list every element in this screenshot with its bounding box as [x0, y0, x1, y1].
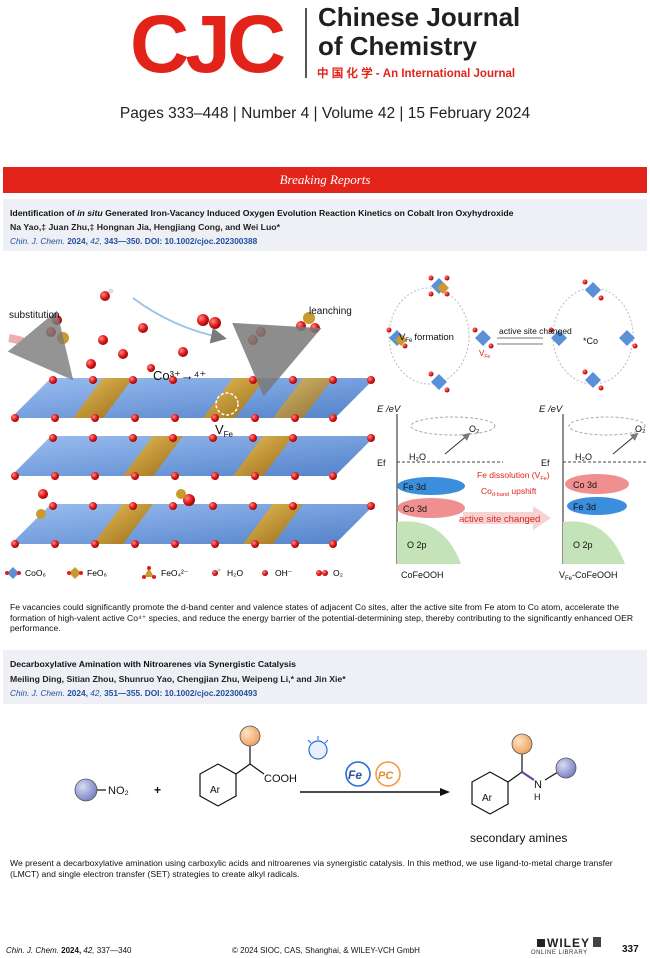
cofeooh-label: CoFeOOH [401, 570, 444, 580]
fe-dissolution-label: Fe dissolution (VFe) [477, 470, 550, 482]
svg-text:PC: PC [378, 770, 394, 782]
active-site-changed-label: active site changed [499, 326, 572, 336]
legend-o2: O₂ [333, 568, 343, 578]
article2-citation[interactable]: Chin. J. Chem. 2024, 42, 351—355. DOI: 1… [10, 688, 258, 698]
energy-diagram [396, 414, 647, 564]
article1-authors: Na Yao,‡ Juan Zhu,‡ Hongnan Jia, Hengjia… [10, 222, 280, 232]
oxygen-atoms [11, 376, 375, 548]
cooh-label: COOH [264, 773, 297, 785]
journal-title: Chinese Journal of Chemistry [318, 3, 520, 61]
diffusion-arrow [132, 297, 227, 344]
o2p-right: O 2p [573, 540, 593, 550]
ar-label-2: Ar [482, 793, 493, 804]
leanching-arrow [232, 322, 322, 397]
article1-title[interactable]: Identification of in situ Generated Iron… [10, 208, 514, 218]
legend-h2o: H₂O [227, 568, 243, 578]
legend-coo6: CoO₆ [25, 568, 46, 578]
no2-label: NO₂ [108, 785, 129, 797]
footer-copyright: © 2024 SIOC, CAS, Shanghai, & WILEY-VCH … [232, 946, 420, 955]
book-icon [593, 937, 601, 947]
substitution-arrow [7, 310, 74, 381]
pc-catalyst: PC [375, 761, 401, 787]
ef-right: Ef [541, 458, 550, 468]
article1-citation[interactable]: Chin. J. Chem. 2024, 42, 343—350. DOI: 1… [10, 236, 258, 246]
footer-citation: Chin. J. Chem. 2024, 42, 337—340 [6, 946, 132, 955]
legend-oh: OH⁻ [275, 568, 293, 578]
substitution-label: substitution [9, 310, 60, 321]
article2-scheme: NO₂ + Ar COOH Fe PC Ar N H secondary ami… [74, 725, 577, 845]
active-site-changed-label-2: active site changed [459, 514, 540, 525]
article1-header [3, 199, 647, 251]
vfe-small-label: VFe [479, 349, 490, 360]
article2-title[interactable]: Decarboxylative Amination with Nitroaren… [10, 659, 296, 669]
fe-vacancy-ring [215, 392, 239, 416]
ef-left: Ef [377, 458, 386, 468]
nitroarene-ball [74, 778, 98, 802]
co3d-right: Co 3d [573, 480, 597, 490]
fe3d-right: Fe 3d [573, 502, 596, 512]
o2-left: O₂ [469, 424, 480, 434]
h2o-right: H₂O [575, 452, 592, 462]
plus-sign: + [154, 783, 161, 797]
product-alkyl-ball [511, 733, 533, 755]
o2p-left: O 2p [407, 540, 427, 550]
o2-right: O₂ [635, 424, 646, 434]
cofeooh-layer-middle [11, 436, 375, 476]
journal-logo: CJC [130, 0, 286, 90]
page-number: 337 [622, 944, 639, 955]
vfe-cofeooh-label: VFe-CoFeOOH [559, 570, 618, 582]
journal-title-line1: Chinese Journal [318, 2, 521, 32]
wiley-online-library: ONLINE LIBRARY [531, 950, 588, 956]
fe-catalyst: Fe [345, 761, 371, 787]
fe3d-left: Fe 3d [403, 482, 426, 492]
ar-label-1: Ar [210, 785, 221, 796]
legend-feo4: FeO₄²⁻ [161, 568, 189, 578]
leanching-label: leanching [309, 306, 352, 317]
energy-axis-right: E /eV [539, 404, 564, 415]
vfe-label: VFe [215, 422, 234, 439]
masthead-divider [305, 8, 307, 78]
h2o-left: H₂O [409, 452, 426, 462]
co3d-left: Co 3d [403, 504, 427, 514]
wiley-logo: WILEY [537, 936, 601, 950]
article1-summary: Fe vacancies could significantly promote… [10, 602, 634, 634]
figure-legend: CoO₆ FeO₆ FeO₄²⁻ H₂O OH⁻ O₂ [5, 566, 343, 579]
aryl-ring-2 [471, 771, 509, 815]
co-star-label: *Co [583, 336, 598, 346]
co-dband-label: Cod-band upshift [481, 486, 537, 498]
product-aryl-ball [555, 757, 577, 779]
light-icon [307, 736, 329, 760]
article1-figure: substitution leanching Co³⁺→⁴⁺ VFe CoO₆ … [5, 275, 647, 582]
article2-summary: We present a decarboxylative amination u… [10, 858, 613, 879]
cofeooh-layer-top [11, 378, 375, 418]
active-site-cycle [386, 275, 638, 393]
aryl-ring-1 [199, 763, 237, 807]
section-banner: Breaking Reports [3, 167, 647, 193]
nh-h-label: H [534, 792, 541, 802]
section-banner-label: Breaking Reports [279, 172, 371, 187]
nh-n-label: N [534, 779, 542, 791]
cofeooh-layer-bottom [11, 504, 375, 544]
co-valence-label: Co³⁺→⁴⁺ [153, 368, 206, 383]
product-label: secondary amines [470, 831, 567, 845]
svg-text:Fe: Fe [348, 768, 362, 782]
wiley-mark-icon [537, 939, 545, 947]
article2-authors: Meiling Ding, Sitian Zhou, Shunruo Yao, … [10, 674, 346, 684]
energy-axis-left: E /eV [377, 404, 402, 415]
acid-alkyl-ball [239, 725, 261, 747]
article2-header [3, 650, 647, 704]
journal-subtitle: 中 国 化 学 - An International Journal [317, 68, 516, 80]
issue-line: Pages 333–448 | Number 4 | Volume 42 | 1… [119, 105, 531, 122]
journal-title-line2: of Chemistry [318, 31, 477, 61]
legend-feo6: FeO₆ [87, 568, 107, 578]
